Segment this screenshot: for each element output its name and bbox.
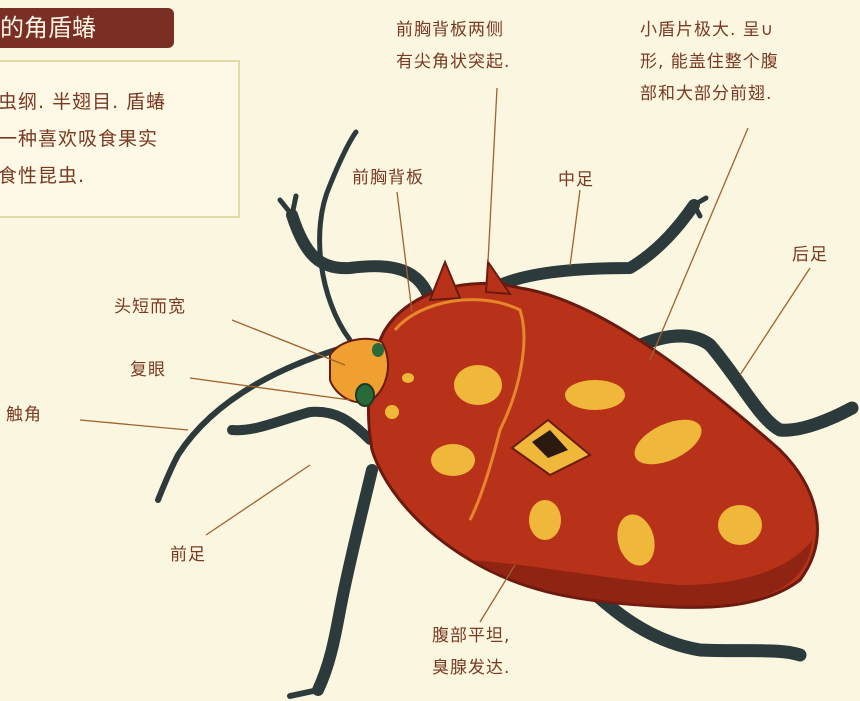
- label-foreleg: 前足: [170, 540, 206, 565]
- antenna-left: [158, 345, 352, 500]
- label-eye: 复眼: [130, 355, 166, 380]
- compound-eye: [356, 384, 374, 406]
- leader-pronotum-spines: [488, 88, 497, 262]
- label-scutellum-line-2: 形, 能盖住整个腹: [640, 46, 779, 78]
- frontleg-right-claw: [280, 196, 296, 215]
- foreleg-lower: [318, 470, 372, 690]
- leader-head: [232, 320, 345, 365]
- label-antenna: 触角: [6, 400, 42, 425]
- label-pronotum-spines: 前胸背板两侧 有尖角状突起.: [396, 14, 510, 78]
- foreleg-tarsus: [290, 690, 318, 696]
- label-scutellum-line-3: 部和大部分前翅.: [640, 78, 779, 110]
- label-hindleg: 后足: [792, 240, 828, 265]
- label-pronotum-spines-line-2: 有尖角状突起.: [396, 46, 510, 78]
- leader-antenna: [80, 420, 188, 430]
- antenna-right: [320, 132, 356, 340]
- leader-pronotum: [397, 192, 412, 312]
- leader-eye: [190, 378, 350, 400]
- midleg-path: [500, 205, 694, 285]
- label-abdomen-line-2: 臭腺发达.: [432, 652, 510, 684]
- label-scutellum: 小盾片极大. 呈∪ 形, 能盖住整个腹 部和大部分前翅.: [640, 14, 779, 110]
- label-pronotum: 前胸背板: [352, 163, 424, 188]
- pronotum-spine-left: [430, 262, 460, 300]
- foreleg-upper: [232, 412, 370, 440]
- leader-hindleg: [740, 268, 810, 375]
- label-pronotum-spines-line-1: 前胸背板两侧: [396, 14, 510, 46]
- leader-foreleg: [206, 465, 310, 535]
- label-scutellum-line-1: 小盾片极大. 呈∪: [640, 14, 779, 46]
- label-abdomen-line-1: 腹部平坦,: [432, 620, 510, 652]
- leader-midleg: [570, 190, 580, 266]
- label-abdomen: 腹部平坦, 臭腺发达.: [432, 620, 510, 684]
- compound-eye-right: [372, 343, 384, 357]
- label-midleg: 中足: [558, 165, 594, 190]
- bug-body: [368, 283, 817, 607]
- label-head: 头短而宽: [114, 292, 186, 317]
